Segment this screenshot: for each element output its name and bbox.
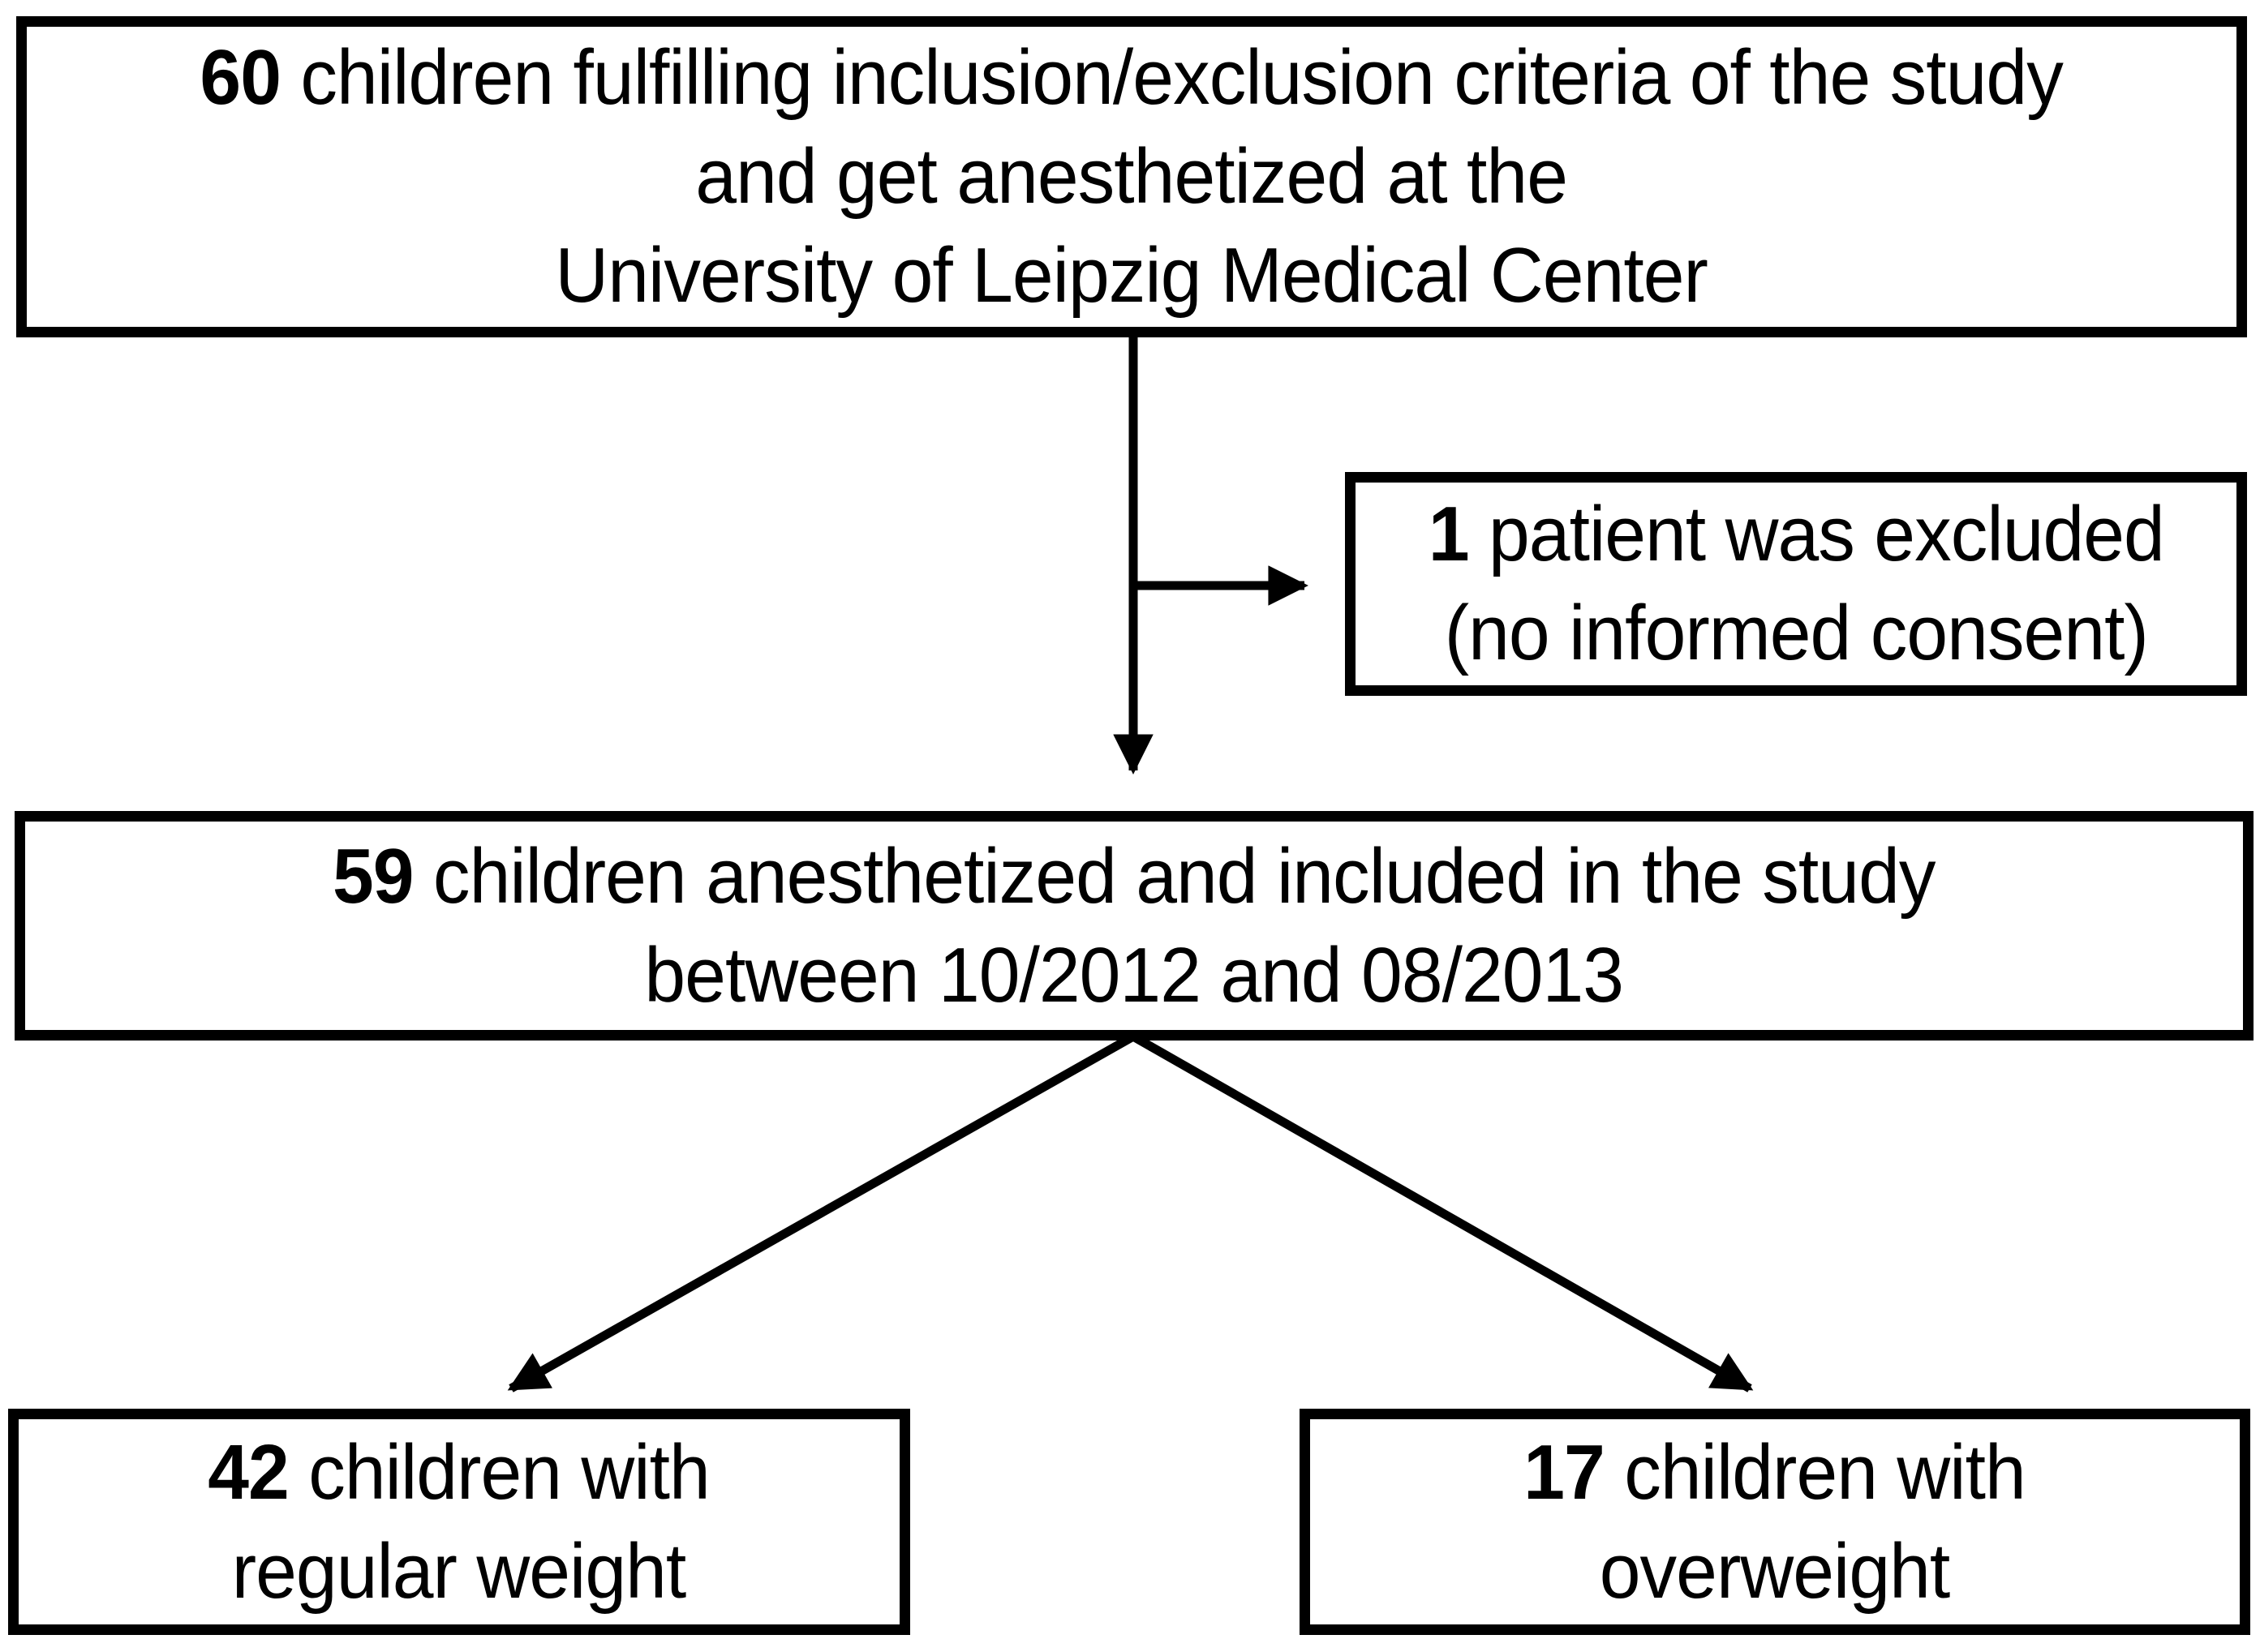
box-enrolled: 60 children fulfilling inclusion/exclusi…: [16, 16, 2247, 337]
box-overweight-line1: 17 children with: [1523, 1428, 2026, 1516]
box-included-line1: 59 children anesthetized and included in…: [333, 832, 1936, 920]
excluded-count: 1: [1428, 491, 1470, 577]
box-regular-line1: 42 children with: [208, 1428, 711, 1516]
box-overweight: 17 children with overweight: [1300, 1409, 2250, 1635]
box-included-text: 59 children anesthetized and included in…: [333, 827, 1936, 1025]
box-overweight-text: 17 children with overweight: [1524, 1423, 2026, 1621]
box-excluded-line2: (no informed consent): [1444, 590, 2148, 676]
connector-included-to-overweight: [1131, 1032, 1754, 1392]
box-enrolled-text: 60 children fulfilling inclusion/exclusi…: [200, 28, 2064, 325]
box-enrolled-line1: 60 children fulfilling inclusion/exclusi…: [200, 34, 2064, 121]
connector-included-to-regular: [507, 1032, 1136, 1392]
box-included-line2: between 10/2012 and 08/2013: [644, 931, 1625, 1019]
box-regular-weight: 42 children with regular weight: [8, 1409, 910, 1635]
box-regular-line2: regular weight: [232, 1527, 687, 1615]
included-count: 59: [333, 832, 414, 920]
box-enrolled-line2: and get anesthetized at the: [695, 133, 1569, 220]
regular-weight-count: 42: [208, 1428, 290, 1516]
box-excluded: 1 patient was excluded (no informed cons…: [1345, 472, 2247, 696]
box-excluded-line1: 1 patient was excluded: [1428, 491, 2165, 577]
box-overweight-line2: overweight: [1600, 1527, 1950, 1615]
box-regular-weight-text: 42 children with regular weight: [208, 1423, 711, 1621]
enrolled-count: 60: [200, 34, 281, 121]
box-included: 59 children anesthetized and included in…: [15, 811, 2254, 1041]
overweight-count: 17: [1523, 1428, 1605, 1516]
box-excluded-text: 1 patient was excluded (no informed cons…: [1428, 485, 2165, 683]
box-enrolled-line3: University of Leipzig Medical Center: [555, 232, 1708, 319]
